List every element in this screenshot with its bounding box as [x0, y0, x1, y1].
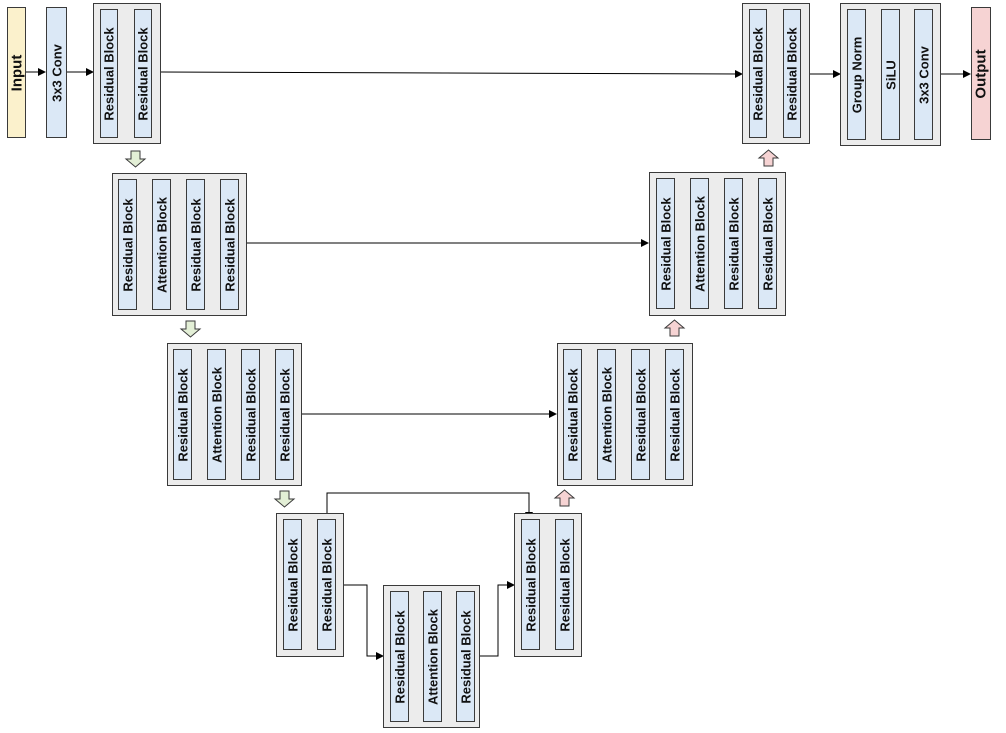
residual-block: Residual Block: [317, 519, 336, 650]
residual-block: Residual Block: [555, 519, 574, 650]
arrow-mid-to-dec4: [480, 581, 515, 657]
residual-block: Residual Block: [186, 179, 205, 310]
skip-enc1-dec1: [160, 69, 743, 78]
input-label: Input: [8, 54, 25, 91]
residual-block: Residual Block: [456, 591, 475, 722]
bottleneck-stage: Residual Block Attention Block Residual …: [383, 585, 480, 728]
attention-block: Attention Block: [690, 178, 709, 309]
encoder-stage-4: Residual Block Residual Block: [276, 513, 344, 657]
output-block: Output: [971, 7, 991, 140]
residual-block: Residual Block: [749, 9, 767, 138]
upsample-arrow-1: [757, 149, 780, 167]
skip-enc4-dec4: [326, 492, 533, 520]
residual-block: Residual Block: [563, 349, 582, 480]
residual-block: Residual Block: [118, 179, 137, 310]
residual-block: Residual Block: [656, 178, 675, 309]
residual-block: Residual Block: [100, 9, 118, 138]
residual-block: Residual Block: [783, 9, 801, 138]
attention-block: Attention Block: [207, 349, 226, 480]
residual-block: Residual Block: [758, 178, 777, 309]
decoder-stage-1: Residual Block Residual Block: [742, 3, 810, 144]
residual-block: Residual Block: [631, 349, 650, 480]
upsample-arrow-3: [553, 489, 576, 507]
conv-in-block: 3x3 Conv: [46, 7, 67, 138]
residual-block: Residual Block: [173, 349, 192, 480]
conv-out-block: 3x3 Conv: [914, 9, 933, 140]
decoder-stage-4: Residual Block Residual Block: [514, 513, 582, 657]
decoder-stage-3: Residual Block Attention Block Residual …: [557, 343, 693, 486]
residual-block: Residual Block: [275, 349, 294, 480]
attention-block: Attention Block: [423, 591, 442, 722]
output-label: Output: [972, 48, 990, 99]
attention-block: Attention Block: [597, 349, 616, 480]
residual-block: Residual Block: [241, 349, 260, 480]
silu-block: SiLU: [881, 9, 900, 140]
group-norm-block: Group Norm: [847, 9, 866, 140]
residual-block: Residual Block: [390, 591, 409, 722]
encoder-stage-1: Residual Block Residual Block: [93, 3, 161, 144]
residual-block: Residual Block: [134, 9, 152, 138]
residual-block: Residual Block: [521, 519, 540, 650]
arrow-enc4-to-mid: [344, 584, 384, 660]
encoder-stage-3: Residual Block Attention Block Residual …: [167, 343, 302, 486]
input-block: Input: [7, 7, 26, 138]
upsample-arrow-2: [663, 319, 686, 337]
decoder-stage-2: Residual Block Attention Block Residual …: [649, 172, 786, 316]
residual-block: Residual Block: [665, 349, 684, 480]
output-head: Group Norm SiLU 3x3 Conv: [840, 3, 941, 146]
downsample-arrow-2: [179, 320, 202, 338]
encoder-stage-2: Residual Block Attention Block Residual …: [112, 173, 247, 316]
residual-block: Residual Block: [724, 178, 743, 309]
downsample-arrow-1: [124, 150, 147, 168]
downsample-arrow-3: [273, 490, 296, 508]
residual-block: Residual Block: [220, 179, 239, 310]
attention-block: Attention Block: [152, 179, 171, 310]
residual-block: Residual Block: [283, 519, 302, 650]
conv-in-label: 3x3 Conv: [49, 43, 64, 102]
